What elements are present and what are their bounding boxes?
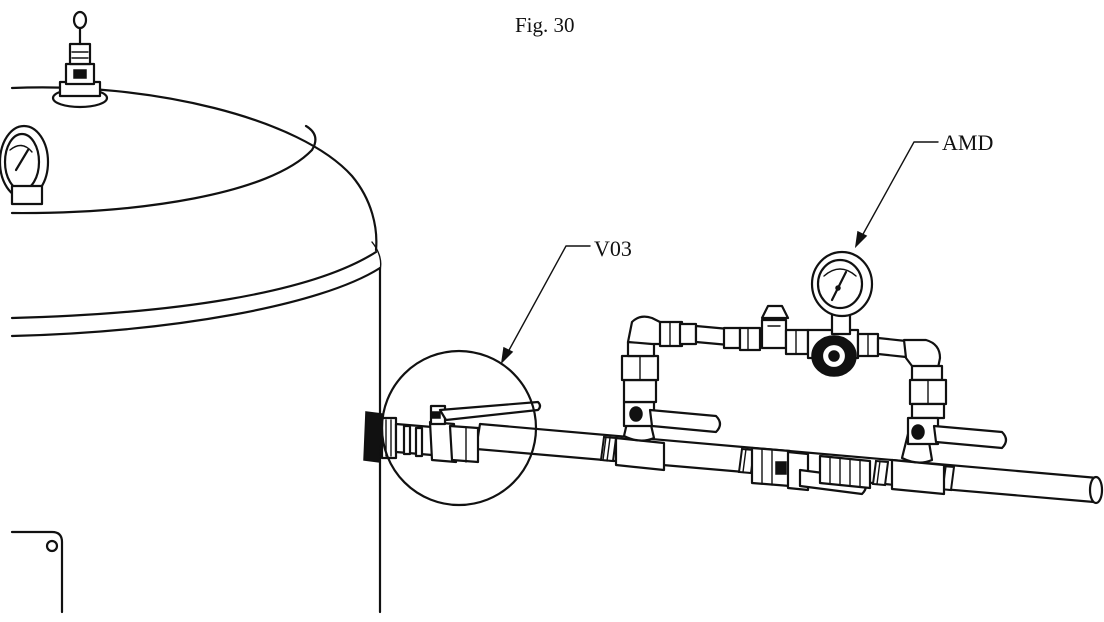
left-tee-assembly [614, 315, 722, 472]
top-relief-valve [51, 10, 109, 109]
tank-gauge [0, 124, 50, 206]
figure-caption: Fig. 30 [515, 13, 575, 37]
amd-label: AMD [942, 130, 993, 155]
v03-detail-circle [380, 349, 538, 507]
v03-label: V03 [594, 236, 632, 261]
center-ball-valve [750, 446, 872, 496]
storage-tank [10, 86, 382, 614]
right-tee-assembly [890, 416, 1008, 496]
amd-callout: AMD [854, 130, 993, 249]
bypass-line [694, 304, 948, 420]
v03-callout: V03 [500, 236, 632, 365]
amd-pressure-gauge [810, 250, 874, 336]
